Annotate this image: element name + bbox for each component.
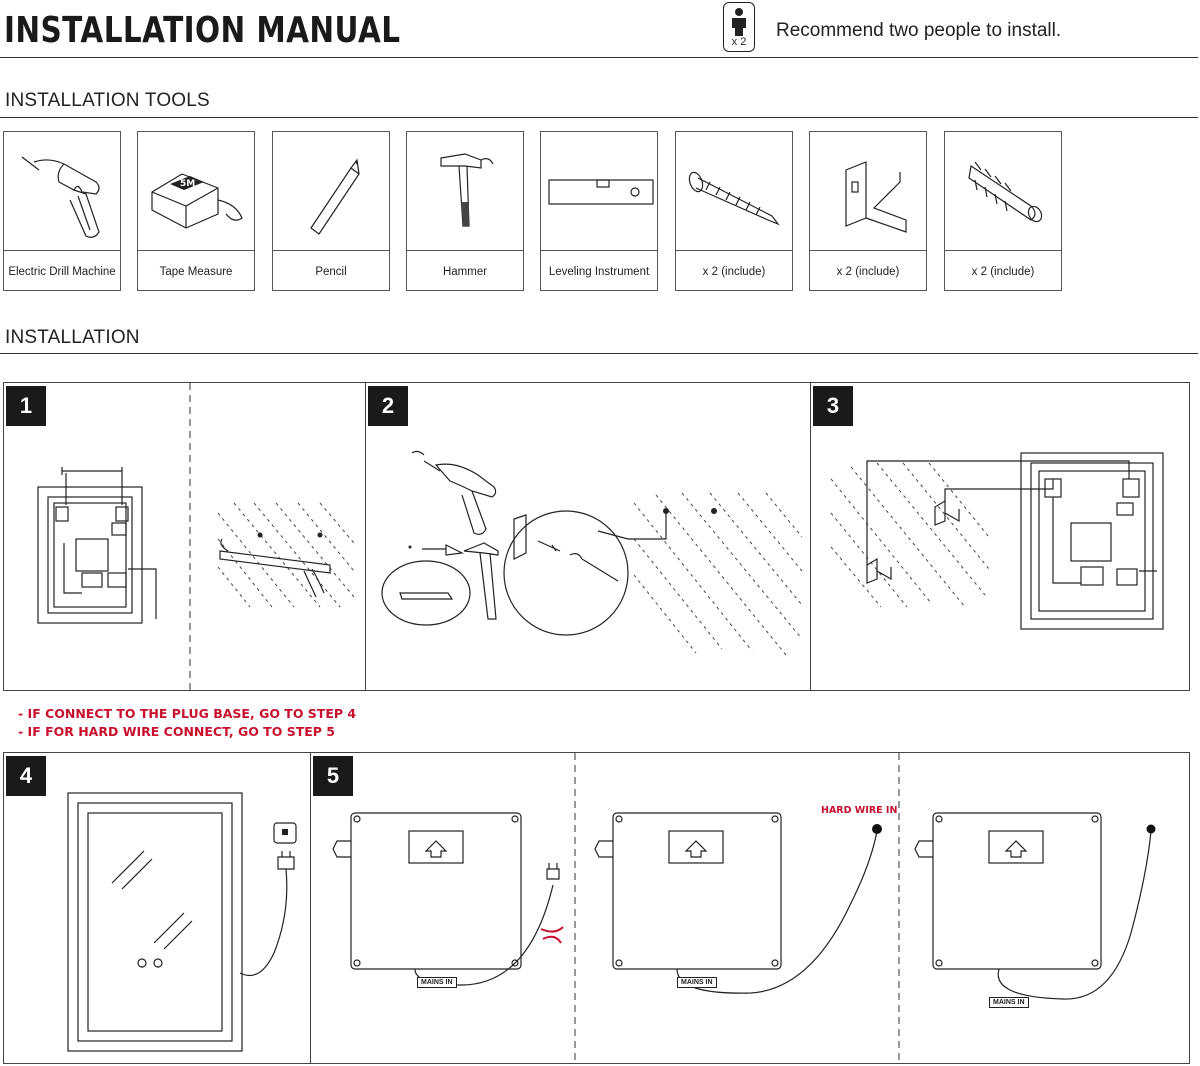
header-divider	[0, 57, 1198, 58]
step-3-panel: 3	[810, 382, 1190, 691]
tools-divider	[0, 117, 1198, 118]
wall-anchor-icon	[968, 161, 1043, 223]
tool-label: Hammer	[407, 250, 523, 292]
recommend-text: Recommend two people to install.	[776, 20, 1062, 41]
tool-level: Leveling Instrument	[540, 131, 658, 291]
step-1-illustration	[37, 383, 355, 692]
step-3-badge: 3	[813, 386, 853, 426]
step-3-illustration	[830, 452, 1164, 630]
step-5-badge: 5	[313, 756, 353, 796]
installation-divider	[0, 353, 1198, 354]
level-icon	[548, 179, 654, 205]
step-1-badge: 1	[6, 386, 46, 426]
step-2-illustration	[381, 450, 803, 656]
step-2-panel: 2	[365, 382, 811, 691]
note-hard-wire: - IF FOR HARD WIRE CONNECT, GO TO STEP 5	[18, 724, 335, 739]
mains-in-label: MAINS IN	[417, 977, 457, 988]
tool-label: Electric Drill Machine	[4, 250, 120, 292]
tool-label: Tape Measure	[138, 250, 254, 292]
page-title: INSTALLATION MANUAL	[4, 10, 401, 51]
tool-pencil: Pencil	[272, 131, 390, 291]
step-4-badge: 4	[6, 756, 46, 796]
pencil-icon	[310, 158, 360, 235]
tool-label: x 2 (include)	[810, 250, 926, 292]
tool-label: x 2 (include)	[945, 250, 1061, 292]
tool-label: Leveling Instrument	[541, 250, 657, 292]
hard-wire-label: HARD WIRE IN	[821, 805, 898, 816]
installation-heading: INSTALLATION	[5, 327, 140, 348]
tool-tape-measure: 5M Tape Measure	[137, 131, 255, 291]
mains-in-label: MAINS IN	[989, 997, 1029, 1008]
hammer-icon	[440, 153, 494, 227]
tools-heading: INSTALLATION TOOLS	[5, 90, 210, 111]
person-icon	[732, 8, 746, 36]
step-5-panel: 5 HARD WIRE IN MAINS IN MAINS IN MAI	[310, 752, 1190, 1065]
tool-hammer: Hammer	[406, 131, 524, 291]
tape-size-text: 5M	[180, 179, 195, 189]
tool-label: Pencil	[273, 250, 389, 292]
step-5-illustration	[332, 753, 1156, 1065]
note-plug-base: - IF CONNECT TO THE PLUG BASE, GO TO STE…	[18, 706, 357, 721]
step-1-panel: 1	[3, 382, 366, 692]
tool-drill: Electric Drill Machine	[3, 131, 121, 291]
step-4-illustration	[67, 792, 297, 1052]
step-4-panel: 4	[3, 752, 311, 1064]
tape-measure-icon: 5M	[151, 173, 243, 229]
tool-bracket: x 2 (include)	[809, 131, 927, 291]
mains-in-label: MAINS IN	[677, 977, 717, 988]
step-2-badge: 2	[368, 386, 408, 426]
tool-screw: x 2 (include)	[675, 131, 793, 291]
people-count: x 2	[731, 36, 747, 48]
drill-icon	[21, 156, 100, 238]
tool-label: x 2 (include)	[676, 250, 792, 292]
tool-wall-anchor: x 2 (include)	[944, 131, 1062, 291]
bracket-icon	[845, 161, 907, 233]
two-people-badge: x 2	[723, 2, 755, 52]
screw-icon	[688, 171, 780, 226]
